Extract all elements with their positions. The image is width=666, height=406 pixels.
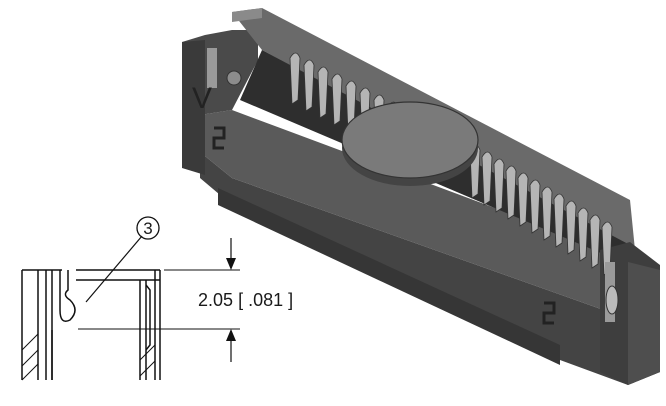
housing-top-rim (200, 110, 660, 330)
samtec-logo-left (212, 126, 226, 150)
contact-finger (289, 52, 301, 105)
dim-arrow-top-head (226, 258, 236, 270)
housing-left-end-front (182, 40, 205, 175)
left-latch-post (207, 48, 217, 88)
housing-lower-ledge (218, 188, 560, 365)
contact-finger (577, 207, 589, 262)
housing-back-wall-top (232, 8, 262, 22)
dim-arrow-bottom-head (226, 329, 236, 341)
svg-text:2.05 [ .081: 2.05 [ .081 ] (198, 290, 293, 310)
right-alignment-peg (605, 285, 619, 315)
pick-and-place-cap (341, 101, 479, 179)
contact-finger (565, 200, 577, 255)
dimension-label: 2.05 [ .081 ] (198, 290, 293, 310)
dimension-bracket-close: ] (288, 290, 293, 310)
section-hatch (21, 333, 156, 381)
contact-finger (517, 172, 529, 227)
dimension-value: 2.05 (198, 290, 233, 310)
contact-finger (303, 59, 315, 112)
housing-front-face (200, 152, 660, 385)
housing-right-end-face (628, 262, 660, 385)
callout-leader (85, 235, 143, 303)
contact-finger (505, 165, 517, 220)
connector-3d-view: V (182, 8, 660, 385)
contact-finger (553, 193, 565, 248)
dimension-alt-value: .081 (248, 290, 283, 310)
section-detail-view (21, 216, 240, 381)
samtec-logo-right (542, 301, 556, 325)
contact-finger (481, 151, 493, 206)
left-alignment-peg (226, 70, 242, 86)
contact-finger (541, 186, 553, 241)
contact-finger (331, 73, 343, 126)
callout-number: 3 (143, 219, 152, 238)
dimension-bracket-open: [ (238, 290, 243, 310)
callout-balloon (136, 216, 160, 240)
section-contact-spring (59, 270, 76, 322)
polarity-mark: V (192, 82, 212, 115)
contact-finger (589, 214, 601, 269)
contact-finger (529, 179, 541, 234)
contact-finger (317, 66, 329, 119)
contact-finger (493, 158, 505, 213)
